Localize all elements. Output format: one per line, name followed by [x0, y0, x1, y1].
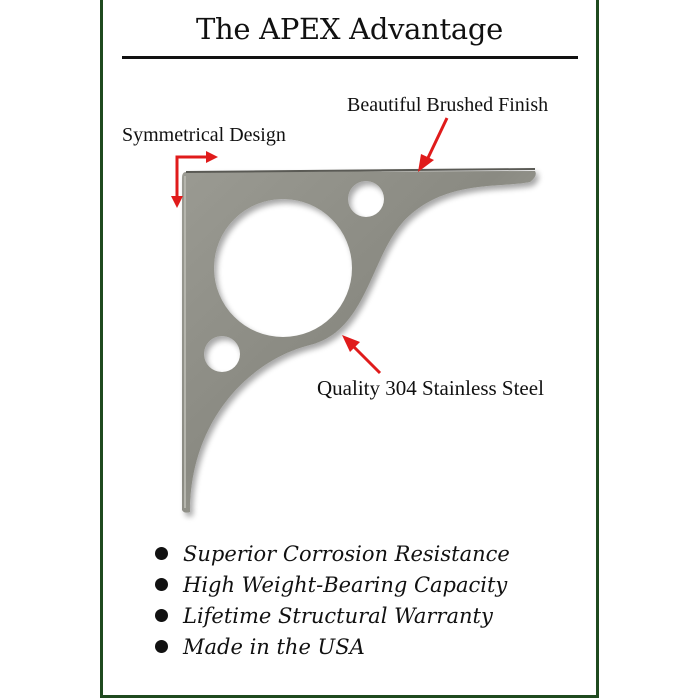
feature-item: Superior Corrosion Resistance [152, 538, 510, 569]
bullet-icon [155, 609, 168, 622]
bullet-icon [155, 640, 168, 653]
bullet-icon [155, 547, 168, 560]
bracket-body [182, 171, 536, 513]
page-title: The APEX Advantage [195, 12, 504, 46]
feature-item: Made in the USA [152, 631, 510, 662]
feature-item: Lifetime Structural Warranty [152, 600, 510, 631]
feature-item: High Weight-Bearing Capacity [152, 569, 510, 600]
feature-text: High Weight-Bearing Capacity [183, 572, 508, 597]
feature-text: Made in the USA [183, 634, 365, 659]
corner-arrow-icon [171, 151, 218, 208]
callout-symmetrical-design: Symmetrical Design [122, 124, 286, 146]
arrow-up-left-icon [342, 335, 382, 375]
feature-list: Superior Corrosion Resistance High Weigh… [152, 538, 510, 662]
callout-brushed-finish: Beautiful Brushed Finish [347, 94, 549, 116]
callout-stainless-steel: Quality 304 Stainless Steel [317, 376, 544, 400]
feature-text: Lifetime Structural Warranty [183, 603, 493, 628]
bullet-icon [155, 578, 168, 591]
arrow-down-left-icon [418, 117, 449, 172]
feature-text: Superior Corrosion Resistance [183, 541, 510, 566]
title-underline [122, 56, 578, 59]
